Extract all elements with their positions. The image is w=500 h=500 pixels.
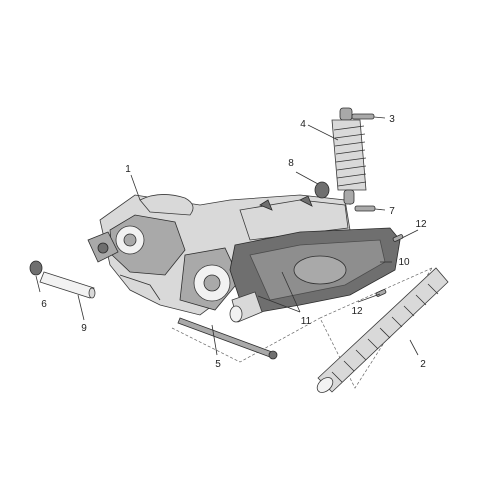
screw-12-upper <box>392 234 404 242</box>
transmission-cover <box>229 227 401 323</box>
callout-8: 8 <box>288 158 294 169</box>
engine-assembly <box>87 194 351 316</box>
callout-11: 11 <box>301 316 312 327</box>
bolt-7 <box>354 205 376 212</box>
bushing-6 <box>29 260 43 276</box>
callout-3: 3 <box>389 114 395 125</box>
callout-12-upper: 12 <box>415 219 427 230</box>
callout-2: 2 <box>420 359 426 370</box>
air-duct-hose <box>316 267 449 393</box>
callout-9: 9 <box>81 323 87 334</box>
callout-12-lower: 12 <box>351 306 363 317</box>
callout-7: 7 <box>389 206 395 217</box>
callout-labels: 1 2 3 4 5 6 7 8 9 10 11 12 12 <box>41 114 427 370</box>
long-bolt-5 <box>177 317 278 360</box>
callout-leaders <box>35 116 419 356</box>
callout-1: 1 <box>125 164 131 175</box>
bushing-8 <box>314 181 330 199</box>
screw-12-lower <box>375 289 387 297</box>
bolt-3 <box>351 113 375 120</box>
spacer-tube-9 <box>39 271 96 299</box>
callout-5: 5 <box>215 359 221 370</box>
shock-absorber <box>331 107 367 205</box>
callout-4: 4 <box>300 119 306 130</box>
callout-6: 6 <box>41 299 47 310</box>
callout-10: 10 <box>398 257 410 268</box>
